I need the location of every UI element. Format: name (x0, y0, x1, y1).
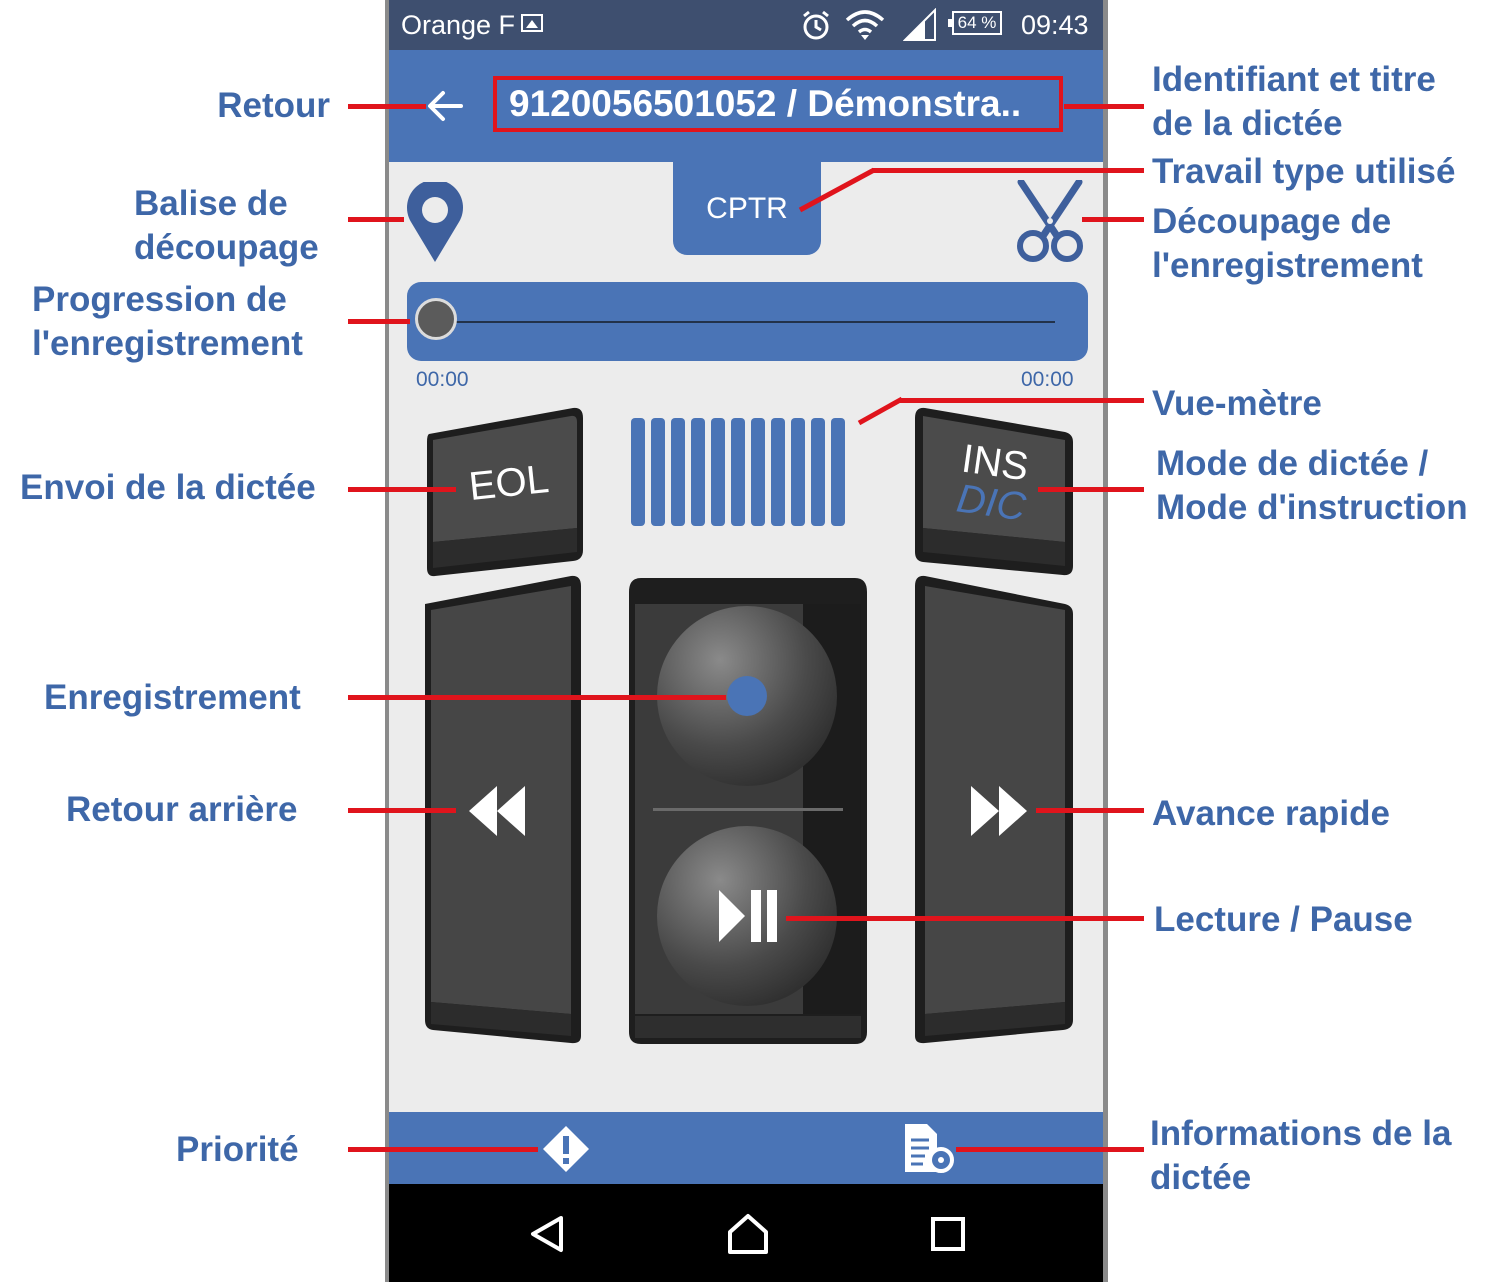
callout-line (798, 167, 876, 213)
home-icon[interactable] (726, 1212, 770, 1256)
fast-forward-button[interactable] (911, 574, 1077, 1046)
ins-label: INS (959, 437, 1031, 490)
dictation-mode-button[interactable]: INS DIC (911, 404, 1077, 580)
callout-line (348, 217, 404, 222)
vu-meter-bar (791, 418, 805, 526)
worktype-label: CPTR (706, 192, 788, 225)
vu-meter-bar (651, 418, 665, 526)
vu-meter-bar (711, 418, 725, 526)
status-bar: Orange F 64 % 09:43 (389, 0, 1103, 50)
callout-priorite: Priorité (176, 1130, 299, 1169)
callout-identifiant-2: de la dictée (1152, 104, 1343, 143)
callout-vue-metre: Vue-mètre (1152, 384, 1322, 423)
vu-meter-bar (751, 418, 765, 526)
rewind-button[interactable] (421, 574, 585, 1046)
callout-decoupage-1: Découpage de (1152, 202, 1392, 241)
callout-retour-arriere: Retour arrière (66, 790, 298, 829)
callout-progression-1: Progression de (32, 280, 287, 319)
callout-mode-2: Mode d'instruction (1156, 488, 1468, 527)
total-time: 00:00 (1021, 368, 1074, 391)
battery-icon: 64 % (948, 11, 1002, 35)
vu-meter (631, 418, 845, 526)
record-icon (727, 676, 767, 716)
fast-forward-icon (971, 786, 1027, 836)
callout-line (872, 168, 1144, 173)
status-clock: 09:43 (1021, 10, 1089, 40)
callout-line (348, 1147, 538, 1152)
priority-warning-icon[interactable] (541, 1124, 591, 1174)
vu-meter-bar (831, 418, 845, 526)
callout-informations-2: dictée (1150, 1158, 1252, 1197)
alarm-icon (803, 10, 829, 40)
callout-identifiant-1: Identifiant et titre (1152, 60, 1436, 99)
wifi-icon (845, 10, 885, 40)
recording-progress[interactable] (407, 282, 1088, 361)
callout-avance-rapide: Avance rapide (1152, 794, 1390, 833)
callout-line (348, 808, 456, 813)
callout-line (348, 319, 410, 324)
record-button[interactable] (657, 606, 837, 786)
scissors-icon[interactable] (1013, 180, 1087, 264)
eol-label: EOL (467, 457, 551, 509)
eol-button[interactable]: EOL (423, 404, 587, 580)
vu-meter-bar (731, 418, 745, 526)
callout-line (786, 916, 1144, 921)
callout-decoupage-2: l'enregistrement (1152, 246, 1423, 285)
play-pause-button[interactable] (657, 826, 837, 1006)
callout-line (1082, 217, 1144, 222)
record-play-key (629, 578, 867, 1044)
vu-meter-bar (671, 418, 685, 526)
phone-frame: Orange F 64 % 09:43 (385, 0, 1108, 1282)
callout-enregistrement: Enregistrement (44, 678, 301, 717)
play-pause-icon (719, 890, 777, 942)
callout-envoi: Envoi de la dictée (20, 468, 316, 507)
callout-line (1036, 808, 1144, 813)
callout-line (1038, 487, 1144, 492)
callout-progression-2: l'enregistrement (32, 324, 303, 363)
document-settings-icon[interactable] (901, 1122, 957, 1176)
callout-mode-1: Mode de dictée / (1156, 444, 1429, 483)
callout-line (348, 695, 726, 700)
rewind-icon (469, 786, 525, 836)
callout-line (857, 396, 904, 426)
dic-label: DIC (954, 476, 1029, 529)
callout-line (956, 1147, 1144, 1152)
carrier-name: Orange F (401, 10, 516, 40)
progress-knob[interactable] (415, 298, 457, 340)
recents-square-icon[interactable] (930, 1216, 966, 1252)
callout-line (348, 104, 426, 109)
callout-line (900, 398, 1144, 403)
callout-retour: Retour (217, 86, 330, 125)
map-pin-icon[interactable] (405, 182, 465, 264)
callout-balise-1: Balise de (134, 184, 288, 223)
callout-balise-2: découpage (134, 228, 319, 267)
callout-line (348, 487, 456, 492)
app-bar: 9120056501052 / Démonstra.. (389, 50, 1103, 162)
signal-icon (903, 8, 936, 41)
progress-track (441, 321, 1055, 323)
elapsed-time: 00:00 (416, 368, 469, 391)
vu-meter-bar (811, 418, 825, 526)
tab-notch-left (389, 162, 673, 182)
back-triangle-icon[interactable] (527, 1214, 567, 1254)
image-icon (521, 14, 543, 32)
dictation-title: 9120056501052 / Démonstra.. (493, 76, 1063, 132)
system-nav-bar (389, 1184, 1103, 1282)
arrow-left-icon[interactable] (425, 88, 465, 124)
callout-informations-1: Informations de la (1150, 1114, 1452, 1153)
callout-travail-type: Travail type utilisé (1152, 152, 1456, 191)
callout-lecture-pause: Lecture / Pause (1154, 900, 1413, 939)
vu-meter-bar (771, 418, 785, 526)
worktype-tab[interactable]: CPTR (673, 154, 821, 255)
vu-meter-bar (691, 418, 705, 526)
vu-meter-bar (631, 418, 645, 526)
app-screen: Orange F 64 % 09:43 (389, 0, 1103, 1282)
callout-line (1064, 104, 1144, 109)
